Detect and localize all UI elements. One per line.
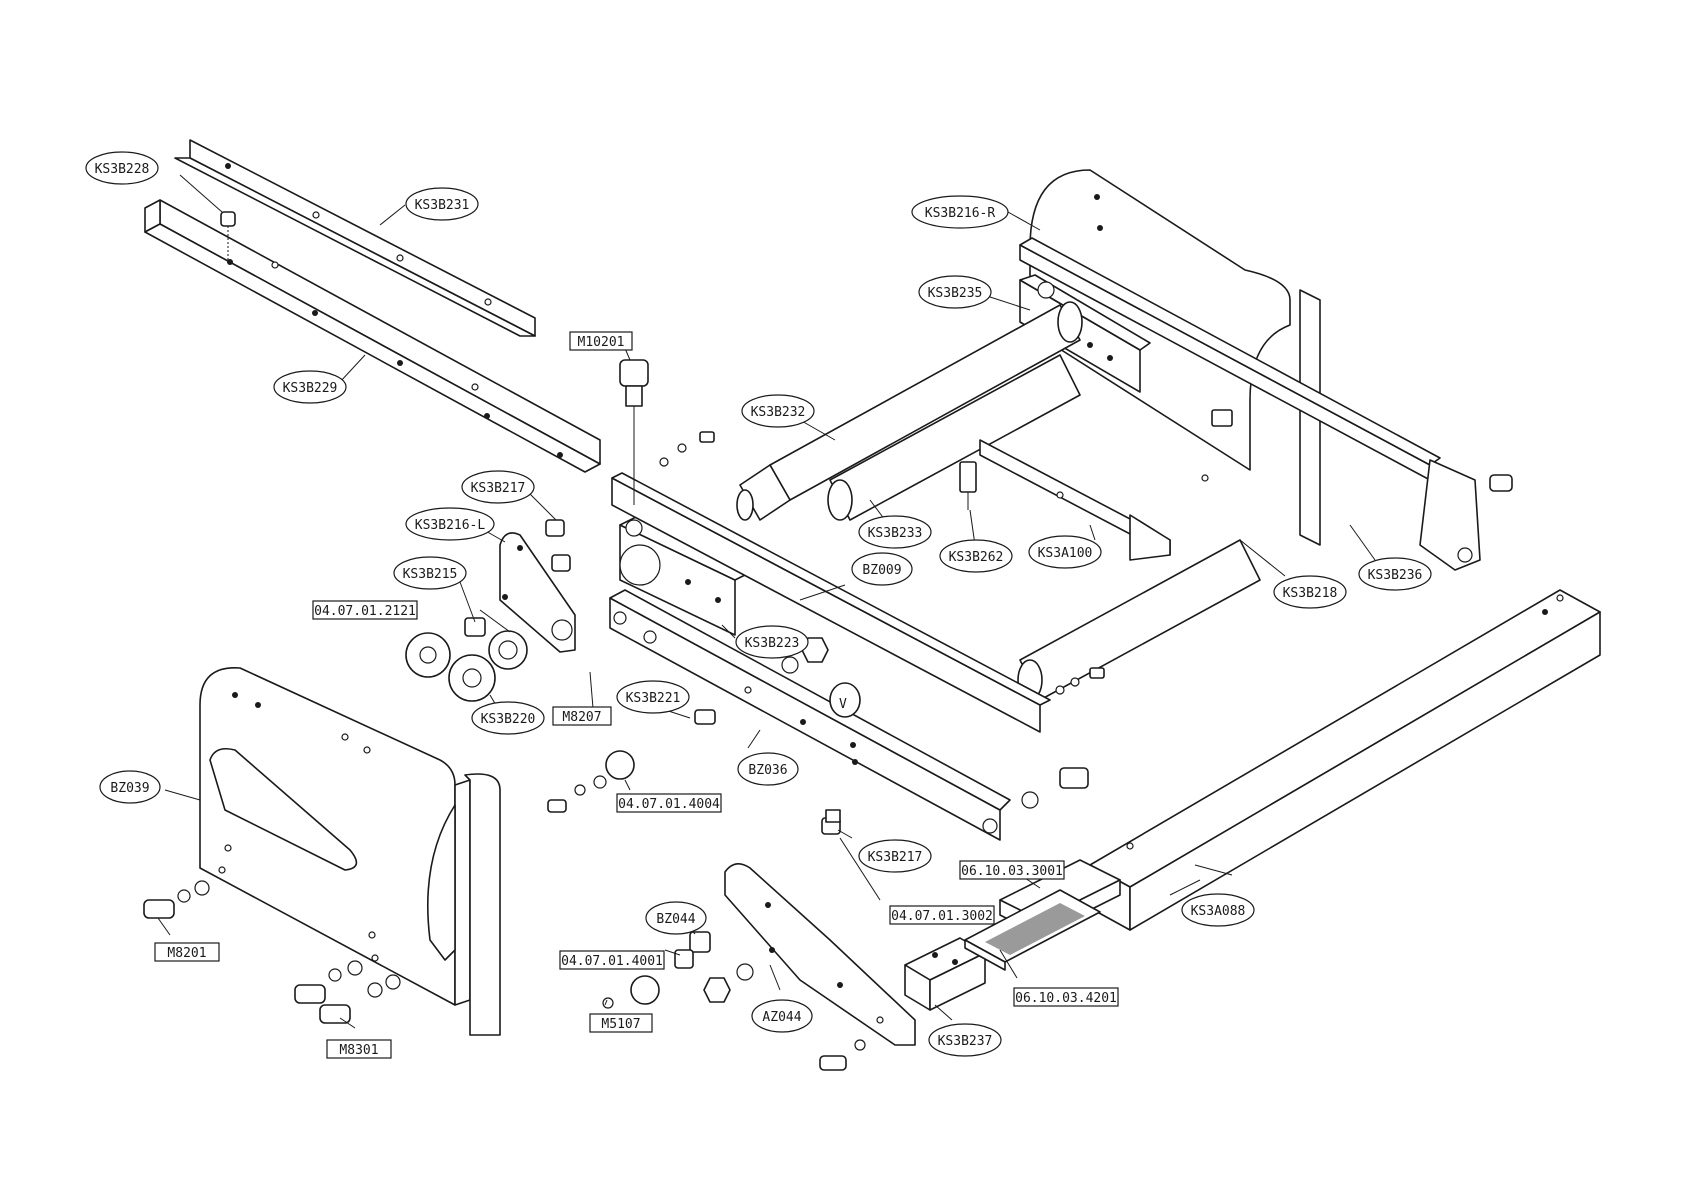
label-06-10-03-3001: 06.10.03.3001 [961,864,1063,879]
label-ks3b235: KS3B235 [928,286,983,301]
label-ks3b221: KS3B221 [626,691,681,706]
callout-ks3b262: KS3B262 [939,539,1013,573]
callout-04-07-01-2121: 04.07.01.2121 [312,600,418,620]
fitting-bz044 [602,931,754,1009]
label-06-10-03-4201: 06.10.03.4201 [1015,991,1117,1006]
rail-ks3b231 [174,139,536,337]
tube-ks3b233 [827,354,1081,521]
callout-06-10-03-3001: 06.10.03.3001 [959,860,1065,880]
callout-bz036: BZ036 [737,752,799,786]
callout-ks3b217-a: KS3B217 [461,470,535,504]
callout-bz044: BZ044 [645,901,707,935]
crossbar-ks3b235 [1019,274,1151,393]
label-04-07-01-4004: 04.07.01.4004 [618,797,720,812]
label-m8301: M8301 [339,1043,378,1058]
callout-ks3a100: KS3A100 [1028,535,1102,569]
flat-bar-bz009 [611,472,1051,733]
label-ks3b217-b: KS3B217 [868,850,923,865]
label-bz044: BZ044 [656,912,695,927]
label-04-07-01-3002: 04.07.01.3002 [891,909,993,924]
label-ks3b236: KS3B236 [1368,568,1423,583]
label-ks3b217-a: KS3B217 [471,481,526,496]
screws-m8201 [143,880,210,919]
long-bar-ks3b236 [1019,237,1513,571]
rail-ks3b229 [144,199,601,473]
side-plate-left [499,532,576,653]
callout-m10201: M10201 [569,331,633,351]
label-ks3b215: KS3B215 [403,567,458,582]
label-ks3b223: KS3B223 [745,636,800,651]
wheel-group-ks3b220 [405,519,571,702]
label-bz009: BZ009 [862,563,901,578]
callout-m8201: M8201 [154,942,220,962]
label-ks3b220: KS3B220 [481,712,536,727]
callout-ks3b232: KS3B232 [741,394,815,428]
screw-ks3b228 [220,211,236,262]
callout-m8301: M8301 [326,1039,392,1059]
hardware-center [547,431,1105,813]
label-az044: AZ044 [762,1010,801,1025]
screw-m10201 [619,359,649,505]
label-m8207: M8207 [562,710,601,725]
callout-ks3b223: KS3B223 [735,625,809,659]
tube-ks3b232 [736,301,1083,521]
callout-04-07-01-3002: 04.07.01.3002 [889,905,995,925]
callout-04-07-01-4001: 04.07.01.4001 [559,950,665,970]
callout-ks3b233: KS3B233 [858,515,932,549]
extension-061003 [964,859,1121,971]
label-ks3b218: KS3B218 [1283,586,1338,601]
label-ks3b231: KS3B231 [415,198,470,213]
label-ks3b233: KS3B233 [868,526,923,541]
label-m5107: M5107 [601,1017,640,1032]
callout-bz009: BZ009 [851,552,913,586]
label-04-07-01-2121: 04.07.01.2121 [314,604,416,619]
callout-ks3b235: KS3B235 [918,275,992,309]
label-m10201: M10201 [578,335,625,350]
v-mark: V [839,697,847,712]
callout-az044: AZ044 [751,999,813,1033]
callout-ks3b218: KS3B218 [1273,575,1347,609]
tube-lower [1017,539,1261,701]
callout-04-07-01-4004: 04.07.01.4004 [616,793,722,813]
label-04-07-01-4001: 04.07.01.4001 [561,954,663,969]
callout-ks3b216r: KS3B216-R [911,195,1009,229]
label-ks3b262: KS3B262 [949,550,1004,565]
label-ks3b216l: KS3B216-L [415,518,486,533]
callout-ks3b229: KS3B229 [273,370,347,404]
bar-bz036: V [609,589,1011,841]
label-bz039: BZ039 [110,781,149,796]
callout-bz039: BZ039 [99,770,161,804]
callout-ks3b231: KS3B231 [405,187,479,221]
callout-ks3b221: KS3B221 [616,680,690,714]
label-ks3b232: KS3B232 [751,405,806,420]
label-ks3b228: KS3B228 [95,162,150,177]
callout-m5107: M5107 [589,1013,653,1033]
label-ks3b237: KS3B237 [938,1034,993,1049]
stud-right [1211,409,1233,427]
label-ks3b229: KS3B229 [283,381,338,396]
callout-ks3b216l: KS3B216-L [405,507,495,541]
callout-ks3b236: KS3B236 [1358,557,1432,591]
screws-m8301 [294,960,401,1024]
label-m8201: M8201 [167,946,206,961]
plate-bz039 [199,667,501,1036]
screws-bottom [819,1039,866,1071]
callout-ks3a088: KS3A088 [1181,893,1255,927]
callout-06-10-03-4201: 06.10.03.4201 [1013,987,1119,1007]
callout-ks3b237: KS3B237 [928,1023,1002,1057]
label-ks3b216r: KS3B216-R [925,206,996,221]
label-ks3a100: KS3A100 [1038,546,1093,561]
lever-az044 [724,809,916,1046]
callout-ks3b228: KS3B228 [85,151,159,185]
label-ks3a088: KS3A088 [1191,904,1246,919]
callout-m8207: M8207 [552,706,612,726]
callout-ks3b215: KS3B215 [393,556,467,590]
label-bz036: BZ036 [748,763,787,778]
leader-lines [157,174,1376,1029]
bracket-ks3a100 [959,439,1209,561]
callout-ks3b217-b: KS3B217 [858,839,932,873]
slide-ks3a088 [1089,589,1601,931]
callout-ks3b220: KS3B220 [471,701,545,735]
